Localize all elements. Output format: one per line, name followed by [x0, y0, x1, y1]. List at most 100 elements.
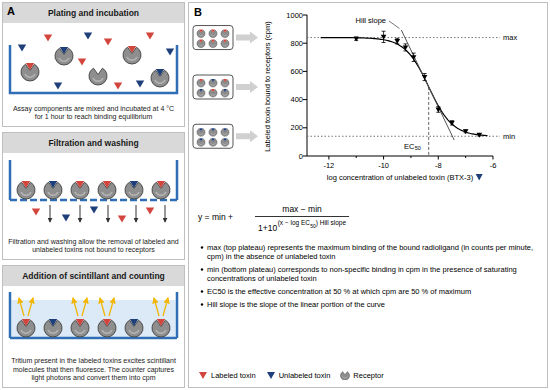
panel-letter: A: [7, 6, 15, 17]
well-tray: [10, 45, 177, 93]
data-point: [403, 45, 409, 50]
labeled-toxin: [157, 181, 165, 188]
labeled-toxin: [103, 181, 111, 188]
unlabeled-toxin: [84, 33, 92, 40]
well-icon: [199, 89, 203, 92]
axis-tick: [328, 156, 329, 160]
labeled-toxin: [146, 208, 154, 215]
labeled-toxin: [22, 181, 30, 188]
fit-curve: [321, 38, 488, 136]
well-icon: [223, 138, 227, 141]
min-line: [307, 136, 500, 137]
well-icon: [211, 39, 215, 42]
well-icon: [211, 79, 215, 82]
ec50-line: [428, 87, 429, 156]
unlabeled-toxin: [130, 319, 138, 326]
data-point: [411, 55, 417, 60]
formula: max − min: [282, 204, 321, 214]
well-icon: [209, 89, 217, 97]
step-panel: Plating and incubationAssay components a…: [2, 2, 185, 127]
well-icon: [223, 79, 227, 82]
light-emission: [28, 298, 33, 316]
well-icon: [221, 89, 229, 97]
legend: Labeled toxinUnlabeled toxinReceptor: [198, 370, 384, 380]
legend-swatch: [267, 372, 275, 379]
filter: [10, 199, 177, 202]
panel-title: Plating and incubation: [3, 3, 184, 23]
axis-tick: [303, 71, 307, 72]
legend-swatch: [266, 370, 276, 380]
tick-label: -8: [435, 161, 442, 170]
legend-text: Receptor: [353, 371, 383, 380]
bullet-dot: [201, 303, 203, 305]
well-icon: [211, 128, 215, 131]
axis-title: Labeled toxin bound to receptors (cpm): [263, 21, 272, 152]
well-icon: [223, 128, 227, 131]
well-icon: [209, 139, 217, 147]
well-icon: [211, 89, 215, 92]
data-point: [477, 133, 483, 138]
panel-title: Filtration and washing: [3, 133, 184, 153]
light-emission: [73, 298, 78, 316]
light-emission: [19, 298, 168, 316]
axis-tick: [438, 156, 439, 160]
axis-tick: [303, 15, 307, 16]
scintillant-liquid: [12, 300, 176, 337]
well-icon: [199, 39, 203, 42]
axis-title: log concentration of unlabeled toxin (BT…: [327, 173, 473, 182]
data-point: [449, 121, 455, 126]
unlabeled-toxin: [49, 181, 57, 188]
panel-caption: Tritium present in the labeled toxins ex…: [3, 357, 184, 387]
flow-arrow: [108, 205, 109, 222]
filtration-illustration: [10, 160, 177, 223]
error-bar: [436, 107, 440, 113]
flow-arrow: [136, 205, 137, 222]
well-tray: [10, 292, 177, 338]
axis-tick: [492, 156, 493, 160]
annotation: min: [503, 132, 515, 141]
labeled-toxin: [104, 39, 112, 46]
labeled-toxin: [32, 209, 40, 216]
level-arrow: [236, 81, 258, 93]
bullet-text: min (bottom plateau) corresponds to non-…: [207, 265, 542, 283]
error-bar: [450, 121, 454, 125]
axis-tick: [410, 156, 411, 158]
well-icon: [211, 29, 215, 32]
well-icon: [221, 40, 229, 48]
labeled-toxin: [114, 83, 122, 90]
well-icon: [193, 75, 258, 99]
axis-tick: [383, 156, 384, 160]
error-bar: [403, 44, 407, 51]
unlabeled-toxin: [54, 83, 62, 90]
axis-line: [307, 15, 493, 156]
axis-tick: [465, 156, 466, 158]
well-icon: [193, 26, 258, 50]
labeled-toxin: [128, 46, 136, 53]
legend-item: Labeled toxin: [198, 370, 256, 380]
data-point: [381, 35, 387, 40]
step-panel: Filtration and washingFiltration and was…: [2, 132, 185, 260]
labeled-toxin: [26, 63, 34, 70]
annotation: EC: [404, 142, 414, 151]
labeled-toxin: [146, 33, 154, 40]
well-icon: [197, 30, 205, 38]
level-arrow: [236, 32, 258, 44]
fraction-line: [255, 216, 349, 217]
axis-tick: [303, 43, 307, 44]
data-point: [422, 75, 428, 80]
bullet-text: max (top plateau) represents the maximum…: [207, 243, 542, 261]
receptor: [89, 68, 107, 85]
well-icon: [223, 39, 227, 42]
chart-panel: B: [188, 2, 548, 388]
light-emission: [82, 298, 87, 316]
subscript: 50: [310, 223, 316, 229]
well-icon: [223, 89, 227, 92]
well-icon: [211, 138, 215, 141]
well-tray: [10, 160, 177, 200]
well-icon: [199, 128, 203, 131]
well-icon: [193, 26, 233, 50]
well-icon: [197, 40, 205, 48]
tick-label: 0: [299, 152, 303, 161]
well-icon: [199, 138, 203, 141]
error-bar: [382, 31, 386, 42]
